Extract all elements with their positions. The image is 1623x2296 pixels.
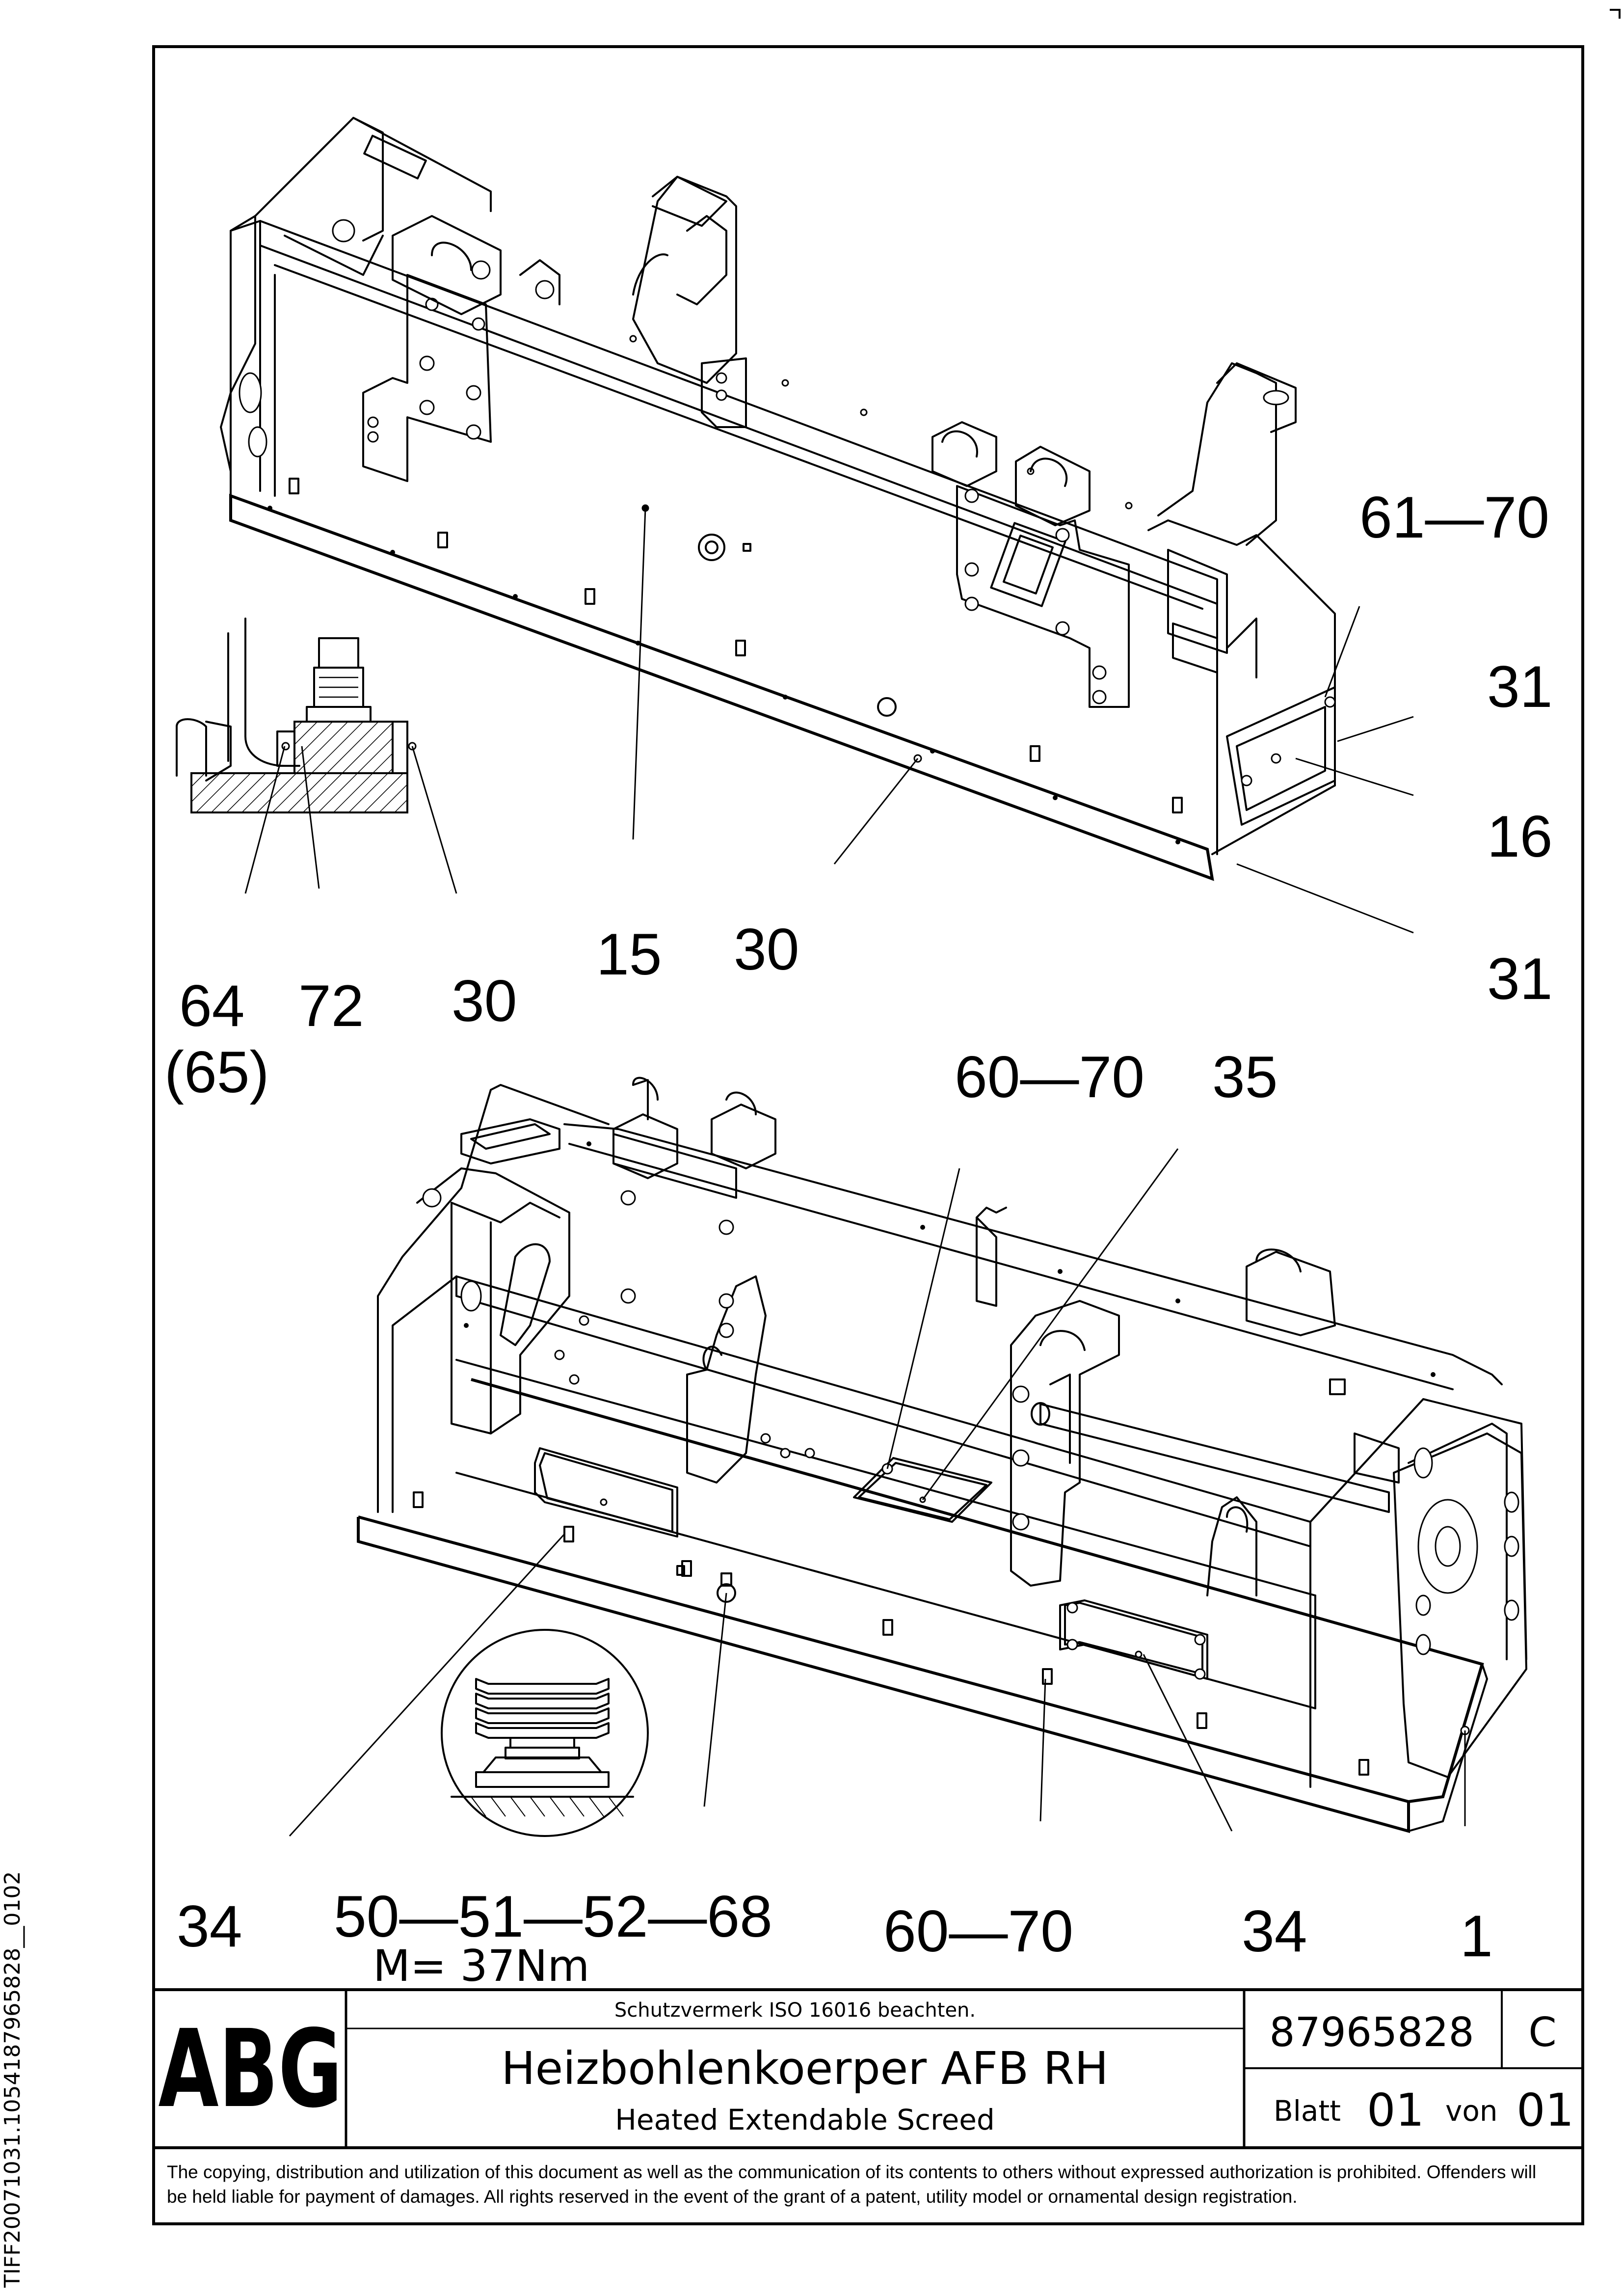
sheet-label: Blatt bbox=[1274, 2094, 1341, 2128]
drawing-frame bbox=[152, 45, 1584, 2225]
revision: C bbox=[1528, 2009, 1556, 2056]
callout-60-70-lower: 60—70 bbox=[883, 1898, 1073, 1964]
callout-72: 72 bbox=[298, 973, 364, 1039]
callout-15: 15 bbox=[596, 921, 662, 987]
callout-16: 16 bbox=[1487, 804, 1552, 869]
callout-30-detail: 30 bbox=[452, 968, 517, 1034]
bottom-frame-studs bbox=[413, 1491, 1369, 1776]
company-logo: ABG bbox=[159, 2007, 343, 2132]
callout-34-left: 34 bbox=[177, 1893, 242, 1959]
margin-code: TIFF20071031.1054187965828__0102 bbox=[0, 1871, 25, 2288]
leader-lines bbox=[244, 508, 1466, 1837]
detail-section-view bbox=[176, 618, 417, 813]
corner-mark bbox=[1610, 9, 1621, 19]
callout-30-upper: 30 bbox=[734, 917, 799, 982]
torque-note: M= 37Nm bbox=[373, 1941, 589, 1991]
callout-1: 1 bbox=[1460, 1903, 1493, 1969]
callout-64: 64 bbox=[179, 973, 244, 1039]
of-label: von bbox=[1445, 2094, 1498, 2128]
top-frame-studs bbox=[289, 478, 1183, 813]
copyright-notice: The copying, distribution and utilizatio… bbox=[167, 2162, 1537, 2207]
bottom-screed-frame bbox=[357, 1077, 1527, 1833]
callout-61-70: 61—70 bbox=[1359, 485, 1549, 550]
top-rail-dots bbox=[267, 506, 1180, 844]
drawing-title-en: Heated Extendable Screed bbox=[615, 2103, 995, 2136]
drawing-number: 87965828 bbox=[1269, 2009, 1474, 2056]
callout-31-lower: 31 bbox=[1487, 946, 1552, 1012]
callout-65: (65) bbox=[164, 1039, 269, 1105]
detail-circle bbox=[441, 1629, 649, 1837]
callout-50-51-52-68: 50—51—52—68 bbox=[334, 1884, 772, 1949]
title-block bbox=[154, 1988, 1583, 2149]
sheets-total: 01 bbox=[1517, 2084, 1574, 2136]
sheet-number: 01 bbox=[1367, 2084, 1424, 2136]
callout-35: 35 bbox=[1212, 1044, 1277, 1110]
drawing-title-de: Heizbohlenkoerper AFB RH bbox=[501, 2042, 1108, 2095]
callout-31-upper: 31 bbox=[1487, 654, 1552, 720]
top-screed-frame bbox=[220, 117, 1336, 881]
callout-60-70-upper: 60—70 bbox=[955, 1044, 1144, 1110]
protection-note: Schutzvermerk ISO 16016 beachten. bbox=[614, 1999, 976, 2022]
bottom-rail-dots bbox=[464, 1141, 1436, 1377]
callout-34-right: 34 bbox=[1242, 1898, 1307, 1964]
